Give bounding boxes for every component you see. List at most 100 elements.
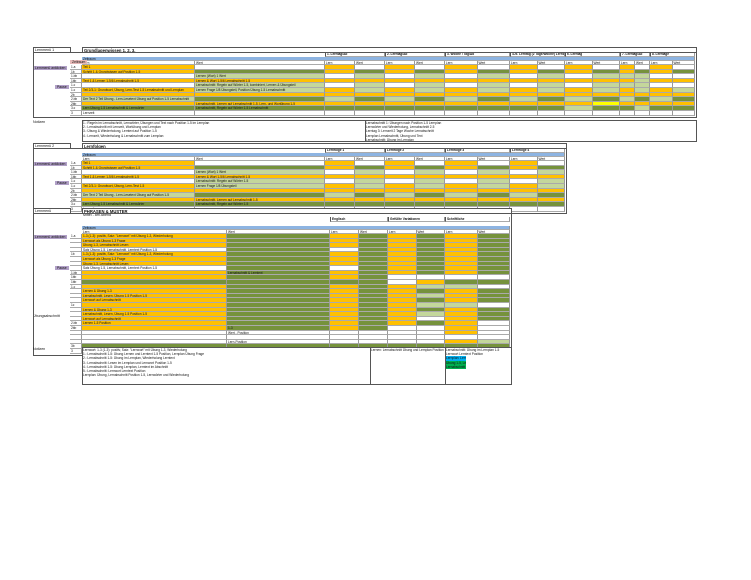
schedule-cell[interactable] (355, 74, 385, 79)
schedule-cell[interactable] (445, 78, 478, 84)
schedule-cell[interactable] (477, 270, 510, 276)
row-item[interactable]: Übung 1-3, Lernabschnitt Lesen (82, 261, 227, 267)
schedule-cell[interactable] (477, 193, 510, 198)
schedule-cell[interactable] (416, 257, 445, 262)
schedule-cell[interactable] (477, 284, 510, 290)
schedule-cell[interactable] (477, 326, 510, 331)
row-item[interactable]: Teil 1 (82, 161, 195, 166)
schedule-cell[interactable] (388, 238, 417, 244)
schedule-cell[interactable] (385, 101, 415, 107)
schedule-cell[interactable] (445, 335, 478, 340)
schedule-cell[interactable] (385, 193, 415, 198)
schedule-cell[interactable] (359, 330, 388, 336)
row-item[interactable] (82, 303, 227, 308)
schedule-cell[interactable] (445, 303, 478, 308)
row-wert[interactable] (227, 280, 330, 285)
row-wert[interactable] (195, 165, 325, 171)
schedule-cell[interactable] (385, 202, 415, 207)
schedule-cell[interactable] (330, 316, 359, 322)
row-wert[interactable]: Lern-Position (227, 339, 330, 345)
schedule-cell[interactable] (415, 74, 445, 79)
schedule-cell[interactable] (330, 234, 359, 239)
schedule-cell[interactable] (415, 83, 445, 88)
schedule-cell[interactable] (635, 88, 650, 93)
schedule-cell[interactable] (388, 284, 417, 290)
schedule-cell[interactable] (620, 65, 635, 70)
schedule-cell[interactable] (445, 174, 478, 180)
schedule-cell[interactable] (355, 161, 385, 166)
schedule-cell[interactable] (445, 257, 478, 262)
schedule-cell[interactable] (355, 179, 385, 184)
schedule-cell[interactable] (415, 111, 445, 116)
row-item[interactable]: Lernen & Übung 1-3 (82, 289, 227, 294)
schedule-cell[interactable] (388, 298, 417, 303)
schedule-cell[interactable] (620, 69, 635, 75)
schedule-cell[interactable] (359, 238, 388, 244)
schedule-cell[interactable] (510, 174, 538, 180)
row-item[interactable] (82, 275, 227, 280)
row-wert[interactable] (227, 238, 330, 244)
schedule-cell[interactable] (445, 65, 478, 70)
schedule-cell[interactable] (415, 188, 445, 194)
schedule-cell[interactable] (416, 339, 445, 345)
row-item[interactable]: Lernen & Übung 1-3 (82, 307, 227, 313)
schedule-cell[interactable] (359, 261, 388, 267)
schedule-cell[interactable] (477, 261, 510, 267)
schedule-cell[interactable] (325, 106, 355, 111)
schedule-cell[interactable] (537, 83, 565, 88)
schedule-cell[interactable] (325, 101, 355, 107)
schedule-cell[interactable] (445, 74, 478, 79)
row-item[interactable]: Der Text 2 Teil Übung - Lern-Lesetext Üb… (82, 193, 195, 198)
row-wert[interactable] (227, 312, 330, 317)
schedule-cell[interactable] (359, 275, 388, 280)
schedule-cell[interactable] (650, 69, 673, 75)
schedule-cell[interactable] (635, 97, 650, 102)
schedule-cell[interactable] (385, 179, 415, 184)
schedule-cell[interactable] (355, 92, 385, 98)
schedule-cell[interactable] (416, 326, 445, 331)
schedule-cell[interactable] (445, 247, 478, 253)
schedule-cell[interactable] (359, 303, 388, 308)
schedule-cell[interactable] (445, 293, 478, 299)
schedule-cell[interactable] (325, 111, 355, 116)
schedule-cell[interactable] (385, 83, 415, 88)
row-wert[interactable]: Lernen & Wort 1-5/6 Lernabschnitt 1-5 (195, 78, 325, 84)
schedule-cell[interactable] (325, 88, 355, 93)
schedule-cell[interactable] (355, 170, 385, 175)
schedule-cell[interactable] (355, 111, 385, 116)
schedule-cell[interactable] (355, 174, 385, 180)
schedule-cell[interactable] (359, 266, 388, 271)
row-wert[interactable]: Wert - Position (227, 330, 330, 336)
row-wert[interactable] (227, 257, 330, 262)
schedule-cell[interactable] (672, 97, 695, 102)
row-item[interactable] (82, 339, 227, 345)
schedule-cell[interactable] (537, 101, 565, 107)
schedule-cell[interactable] (445, 321, 478, 326)
schedule-cell[interactable] (537, 207, 565, 212)
row-item[interactable]: Übung 1-3, Lernabschnitt Lesen (82, 243, 227, 248)
schedule-cell[interactable] (510, 188, 538, 194)
schedule-cell[interactable] (325, 184, 355, 189)
schedule-cell[interactable] (416, 307, 445, 313)
schedule-cell[interactable] (388, 247, 417, 253)
schedule-cell[interactable] (415, 197, 445, 203)
schedule-cell[interactable] (385, 184, 415, 189)
schedule-cell[interactable] (635, 106, 650, 111)
schedule-cell[interactable] (592, 97, 620, 102)
schedule-cell[interactable] (650, 83, 673, 88)
row-wert[interactable]: Lernabschnitt: Regeln auf Wörter 1-5 (195, 179, 325, 184)
schedule-cell[interactable] (537, 106, 565, 111)
schedule-cell[interactable] (445, 312, 478, 317)
schedule-cell[interactable] (672, 106, 695, 111)
row-wert[interactable] (227, 284, 330, 290)
schedule-cell[interactable] (385, 65, 415, 70)
row-item[interactable]: Lernen 1-5 Position (82, 321, 227, 326)
schedule-cell[interactable] (415, 101, 445, 107)
schedule-cell[interactable] (565, 69, 593, 75)
schedule-cell[interactable] (330, 298, 359, 303)
schedule-cell[interactable] (385, 197, 415, 203)
schedule-cell[interactable] (537, 184, 565, 189)
schedule-cell[interactable] (325, 97, 355, 102)
row-wert[interactable]: Lernabschnitt, Regeln auf Wörter 1-5 (195, 202, 325, 207)
schedule-cell[interactable] (672, 69, 695, 75)
